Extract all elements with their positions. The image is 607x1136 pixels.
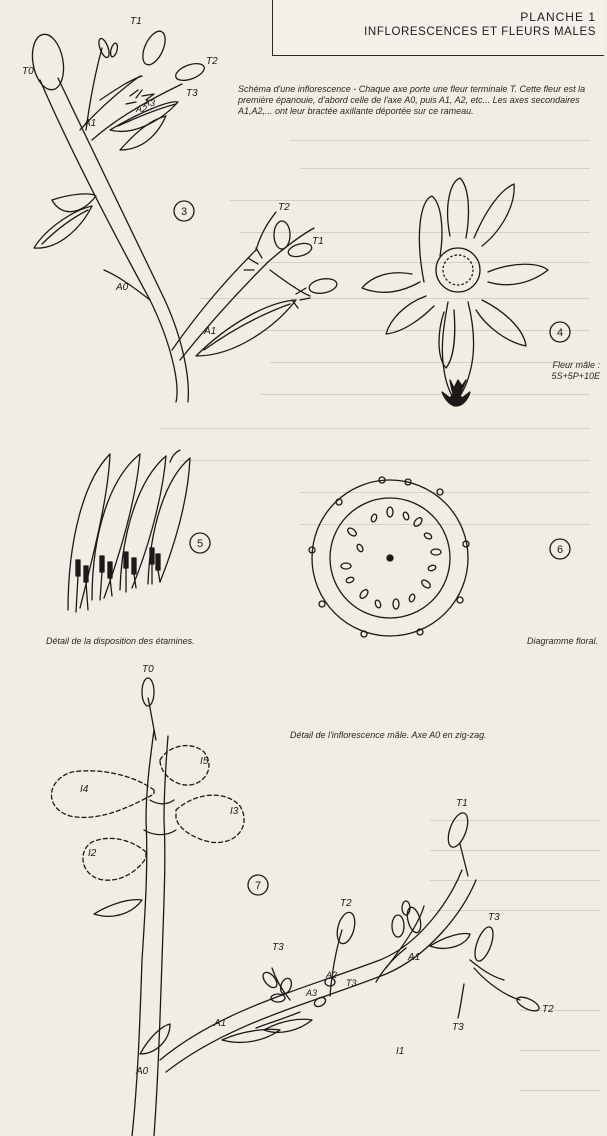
label-a2-fig7: A2	[325, 970, 337, 980]
label-a1: A1	[83, 118, 96, 129]
label-i3: I3	[230, 806, 239, 817]
figure-7-number-text: 7	[255, 880, 261, 892]
figure-7-number: 7	[248, 875, 268, 895]
figure-3-labels: T0 T1 T2 T3 A3 A2 A1 A0 A1 T2 T1	[22, 16, 324, 337]
label-i2: I2	[88, 848, 97, 859]
figure-7-labels: T0 I5 I4 I3 I2 T1 T2 T3 A1 T3 A2 T3 A3 T…	[80, 664, 554, 1077]
figure-3-number: 3	[174, 201, 194, 221]
label-t0: T0	[22, 66, 34, 77]
label-t3-fig7-left: T3	[272, 942, 284, 953]
label-t3-fig7-mid: T3	[346, 978, 357, 988]
label-a3-fig7: A3	[305, 988, 317, 998]
label-a1-fig7: A1	[407, 952, 420, 963]
figure-4-male-flower	[362, 178, 548, 406]
label-t1: T1	[130, 16, 142, 27]
label-t0-fig7: T0	[142, 664, 154, 675]
figure-4-number-text: 4	[557, 327, 563, 339]
label-t3-fig7: T3	[488, 912, 500, 923]
label-a0: A0	[115, 282, 129, 293]
label-i1: I1	[396, 1046, 404, 1057]
figure-3-number-text: 3	[181, 206, 187, 218]
figure-5-number-text: 5	[197, 538, 203, 550]
label-a1-lower: A1	[203, 326, 216, 337]
figure-5-stamen-detail	[68, 450, 190, 612]
figure-5-number: 5	[190, 533, 210, 553]
label-i4: I4	[80, 784, 89, 795]
label-t2: T2	[206, 56, 218, 67]
label-t1-fig7: T1	[456, 798, 468, 809]
label-t3: T3	[186, 88, 198, 99]
label-t1-lower: T1	[312, 236, 324, 247]
label-t3-fig7-low: T3	[452, 1022, 464, 1033]
label-i5: I5	[200, 756, 209, 767]
figure-4-number: 4	[550, 322, 570, 342]
figure-6-number: 6	[550, 539, 570, 559]
figure-7-inflorescence-detail	[51, 678, 541, 1136]
label-a1-fig7-lower: A1	[213, 1018, 226, 1029]
label-a0-fig7: A0	[135, 1066, 149, 1077]
label-t2-fig7-right: T2	[542, 1004, 554, 1015]
label-t2-fig7: T2	[340, 898, 352, 909]
figure-6-floral-diagram	[309, 477, 469, 637]
label-a2: A2	[135, 104, 147, 114]
figure-6-number-text: 6	[557, 544, 563, 556]
label-t2-lower: T2	[278, 202, 290, 213]
